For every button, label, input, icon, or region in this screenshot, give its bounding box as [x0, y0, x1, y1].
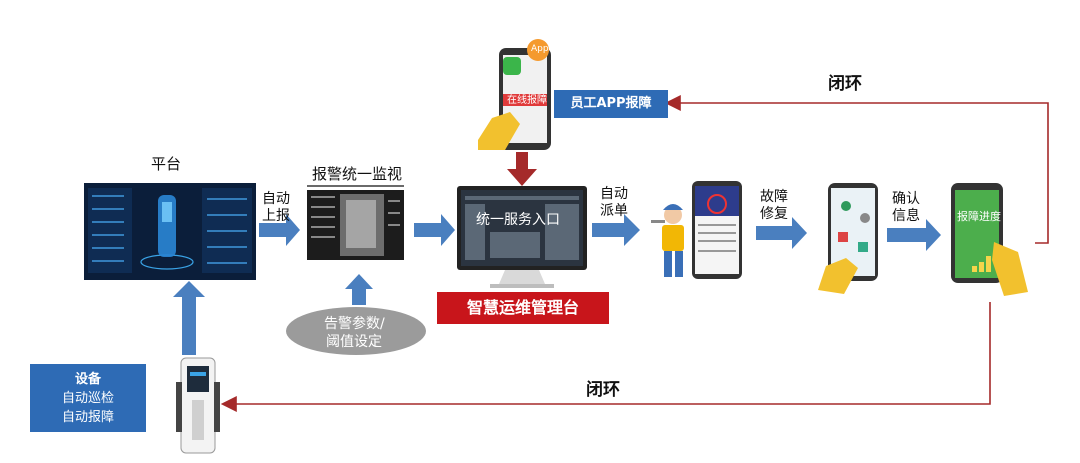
platform-dashboard — [84, 183, 256, 280]
alarm-params-line1: 告警参数/ — [324, 316, 385, 333]
device-box-line3: 自动报障 — [30, 408, 146, 427]
platform-title: 平台 — [151, 156, 181, 173]
closed-loop-bottom-label: 闭环 — [586, 380, 620, 400]
worker-figure — [651, 204, 684, 277]
repair-phone — [818, 183, 878, 294]
device-box-line2: 自动巡检 — [30, 389, 146, 408]
employee-app-label: 员工APP报障 — [554, 90, 668, 118]
phone-report-button: 在线报障 — [507, 95, 547, 107]
charging-pile — [176, 358, 220, 453]
device-box-line1: 设备 — [30, 370, 146, 389]
step-fault-repair-line2: 修复 — [760, 206, 788, 223]
arrow-params-to-monitor — [345, 274, 373, 305]
smart-ops-console-label: 智慧运维管理台 — [437, 292, 609, 324]
step-auto-dispatch-line2: 派单 — [600, 203, 628, 220]
step-auto-report-line2: 上报 — [262, 208, 290, 225]
monitor-title: 报警统一监视 — [312, 166, 402, 183]
arrow-monitor-to-service — [414, 214, 455, 246]
service-monitor — [457, 186, 587, 288]
step-auto-report-line1: 自动 — [262, 191, 290, 208]
progress-phone-text: 报障进度 — [957, 210, 1001, 223]
device-box: 设备 自动巡检 自动报障 — [30, 364, 146, 432]
monitor-screen — [307, 186, 404, 260]
arrow-device-to-platform — [173, 281, 205, 355]
alarm-params-line2: 阈值设定 — [326, 334, 382, 351]
progress-phone — [951, 183, 1028, 296]
phone-app-badge: App — [531, 44, 549, 55]
workorder-phone — [692, 181, 742, 279]
closed-loop-top-label: 闭环 — [828, 74, 862, 94]
step-fault-repair-line1: 故障 — [760, 189, 788, 206]
step-confirm-info-line2: 信息 — [892, 208, 920, 225]
step-confirm-info-line1: 确认 — [892, 191, 920, 208]
unified-service-label: 统一服务入口 — [476, 212, 560, 229]
step-auto-dispatch-line1: 自动 — [600, 186, 628, 203]
arrow-app-to-service — [507, 152, 537, 186]
